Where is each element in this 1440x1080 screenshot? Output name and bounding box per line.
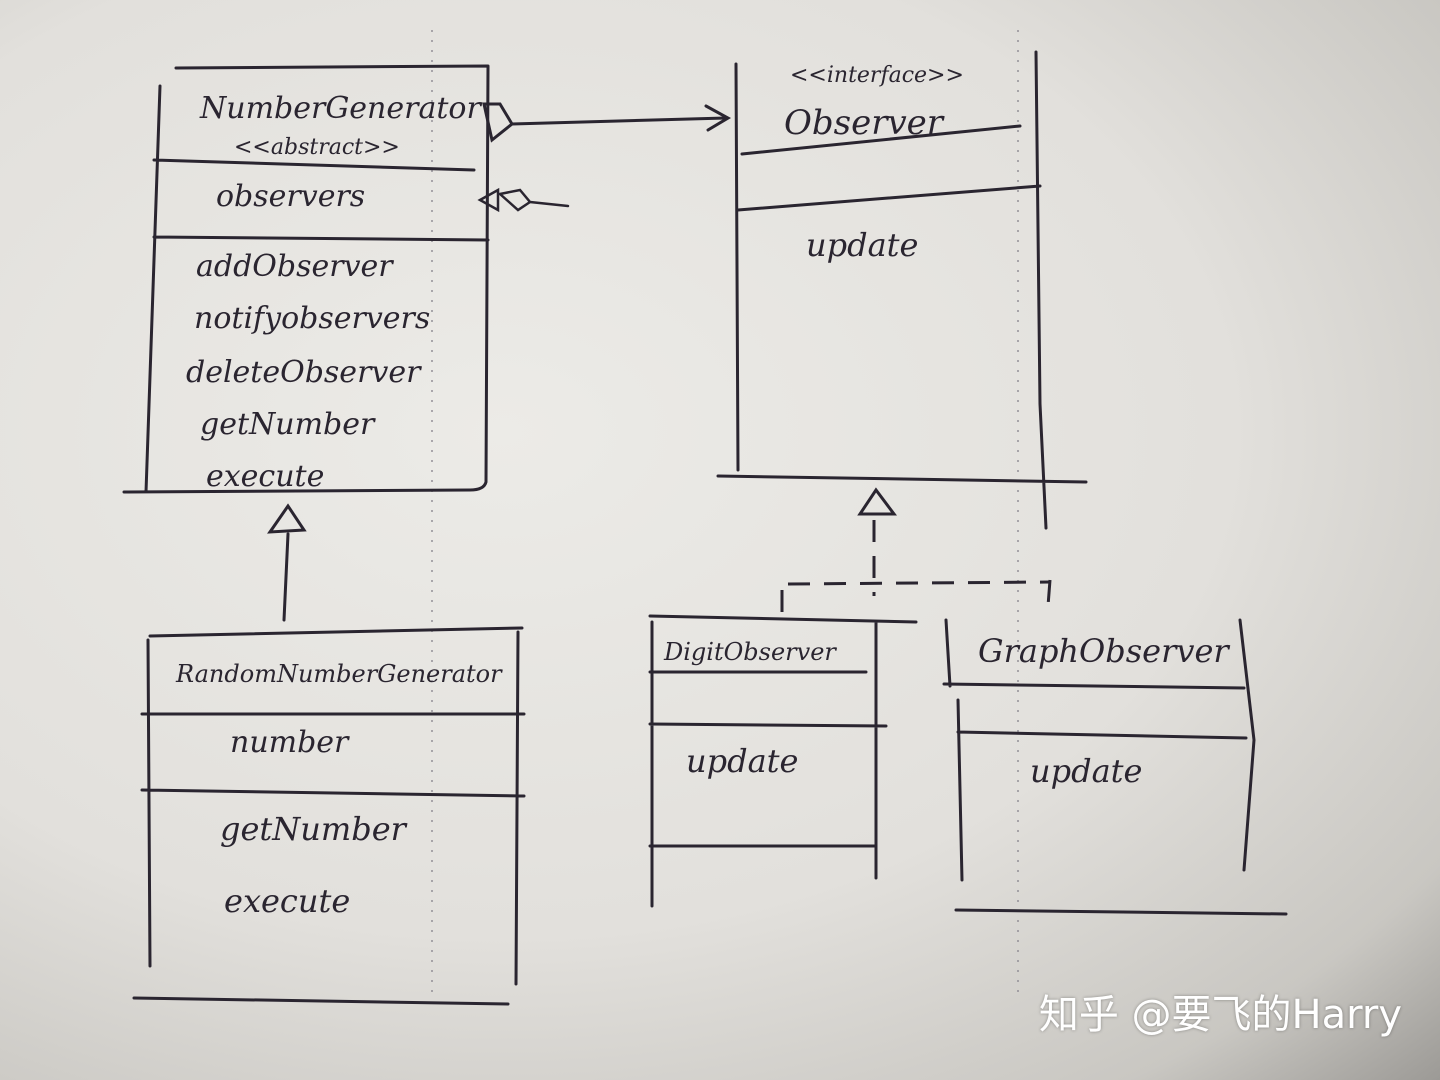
digit-observer-name: DigitObserver [663, 638, 837, 666]
realization-triangle-icon [857, 487, 897, 516]
number-generator-class: NumberGenerator <<abstract>> observers a… [122, 64, 490, 494]
digit-observer-method: update [686, 742, 798, 780]
aggregation-association [477, 102, 732, 213]
random-number-generator-method: execute [224, 882, 350, 920]
number-generator-name: NumberGenerator [199, 91, 482, 126]
number-generator-method: notifyobservers [194, 301, 430, 336]
random-number-generator-name: RandomNumberGenerator [175, 660, 503, 688]
observer-method: update [806, 226, 918, 264]
graph-observer-method: update [1030, 752, 1142, 790]
random-number-generator-field: number [230, 725, 350, 760]
realization-line [1046, 579, 1052, 607]
number-generator-method: deleteObserver [186, 355, 422, 390]
inheritance-line [282, 532, 290, 622]
graph-observer-name: GraphObserver [978, 632, 1230, 670]
observer-stereotype: <<interface>> [790, 63, 964, 88]
association-line [510, 116, 728, 126]
graph-observer-class: GraphObserver update [942, 618, 1288, 916]
random-number-generator-method: getNumber [220, 810, 408, 848]
arrowhead-icon [704, 104, 732, 132]
random-number-generator-class: RandomNumberGenerator number getNumber e… [132, 626, 526, 1006]
observer-interface-class: <<interface>> Observer update [716, 50, 1088, 530]
number-generator-method: getNumber [200, 407, 376, 442]
number-generator-stereotype: <<abstract>> [234, 135, 400, 160]
realization-branch-line [787, 580, 1051, 586]
number-generator-field: observers [216, 179, 365, 214]
realization-arrow [780, 487, 1052, 612]
observer-name: Observer [784, 103, 945, 143]
number-generator-method: execute [206, 459, 324, 494]
inheritance-triangle-icon [267, 503, 307, 534]
digit-observer-class: DigitObserver update [648, 614, 918, 908]
number-generator-method: addObserver [196, 249, 394, 284]
inheritance-arrow [267, 503, 307, 622]
scribbled-diamond-icon [477, 187, 570, 213]
watermark: 知乎 @要飞的Harry [1038, 992, 1402, 1038]
